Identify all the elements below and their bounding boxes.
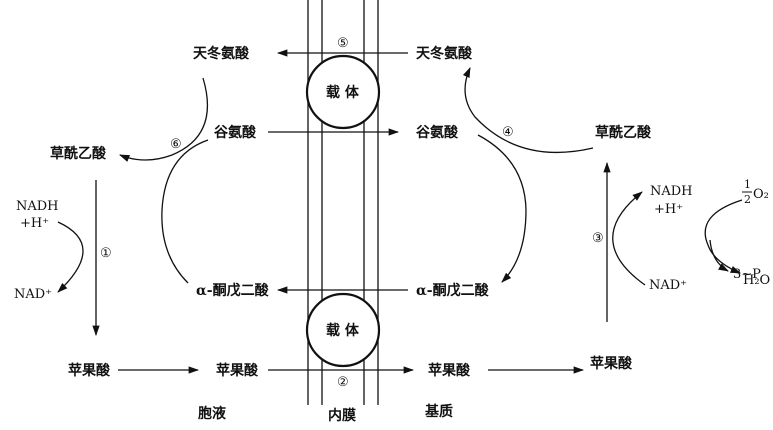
aspartate-cytosol-label: 天冬氨酸 (193, 45, 250, 62)
nadh-left-label: NADH (16, 199, 59, 214)
half-numerator: 1 (744, 178, 751, 191)
step-2-marker: ② (337, 375, 349, 390)
akg-matrix-label: α-酮戊二酸 (416, 282, 490, 299)
water-label: H₂O (743, 273, 770, 288)
region-cytosol-label: 胞液 (197, 405, 227, 422)
half-denominator: 2 (744, 193, 751, 206)
nadh-left-h-label: +H⁺ (20, 216, 49, 231)
oxygen-label: O₂ (753, 187, 769, 202)
right-glutamate-to-akg-curve (477, 134, 527, 283)
left-transamination-curve (119, 77, 209, 162)
malate-label-4: 苹果酸 (590, 355, 633, 372)
malate-label-1: 苹果酸 (68, 362, 111, 379)
glutamate-matrix-label: 谷氨酸 (416, 124, 459, 141)
carrier-top-circle (305, 54, 381, 130)
step-5-marker: ⑤ (337, 36, 349, 51)
carrier-top-label: 载 体 (326, 84, 360, 101)
oxaloacetate-matrix-label: 草酰乙酸 (595, 124, 652, 141)
carrier-bottom-circle (305, 292, 381, 368)
akg-cytosol-label: α-酮戊二酸 (196, 282, 270, 299)
nadh-right-label: NADH (650, 184, 693, 199)
aspartate-matrix-label: 天冬氨酸 (416, 45, 473, 62)
step-1-marker: ① (100, 246, 112, 261)
nad-left-label: NAD⁺ (14, 287, 52, 302)
malate-label-2: 苹果酸 (216, 362, 259, 379)
carrier-bottom-label: 载 体 (326, 322, 360, 339)
atp-branch-arrow (709, 239, 729, 272)
step-6-marker: ⑥ (170, 137, 182, 152)
oxygen-to-water-curve (704, 199, 743, 274)
region-matrix-label: 基质 (425, 403, 453, 420)
right-nad-curve (612, 191, 646, 286)
right-transamination-curve (462, 67, 594, 154)
nadh-right-h-label: +H⁺ (654, 202, 683, 217)
oxaloacetate-cytosol-label: 草酰乙酸 (50, 145, 107, 162)
region-membrane-label: 内膜 (328, 407, 356, 424)
step-4-marker: ④ (502, 125, 514, 140)
left-nadh-curve (57, 221, 84, 293)
left-akg-to-glutamate-curve (161, 139, 209, 284)
step-3-marker: ③ (592, 231, 604, 246)
malate-label-3: 苹果酸 (428, 362, 471, 379)
nad-right-label: NAD⁺ (649, 278, 687, 293)
atp-label: 3~P (733, 267, 761, 282)
glutamate-cytosol-label: 谷氨酸 (214, 124, 257, 141)
